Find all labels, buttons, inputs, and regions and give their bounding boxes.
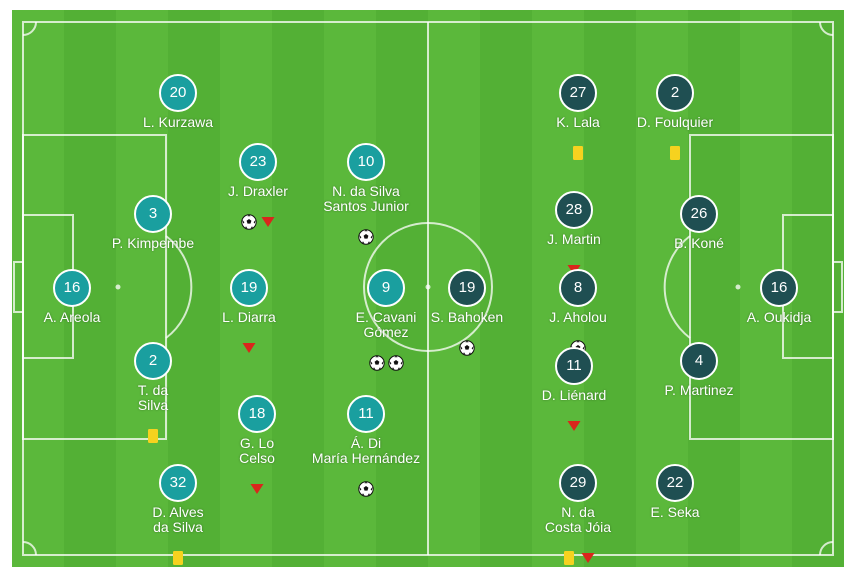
player-number: 8 xyxy=(559,269,597,307)
player-events xyxy=(306,229,426,245)
player-number: 16 xyxy=(53,269,91,307)
player-events xyxy=(326,355,446,371)
player-name: J. Aholou xyxy=(549,309,607,325)
player-events xyxy=(518,145,638,161)
player-name: L. Diarra xyxy=(222,309,276,325)
player-number: 10 xyxy=(347,143,385,181)
player-number: 27 xyxy=(559,74,597,112)
football-icon xyxy=(368,355,385,371)
football-icon xyxy=(387,355,404,371)
player-name: G. Lo Celso xyxy=(239,435,275,466)
player-name: Á. Di María Hernández xyxy=(311,435,421,466)
player-events xyxy=(93,428,213,444)
player-name: D. Alves da Silva xyxy=(152,504,204,535)
player-number: 3 xyxy=(134,195,172,233)
player-number: 19 xyxy=(230,269,268,307)
player-name: K. Lala xyxy=(556,114,600,130)
player-number: 28 xyxy=(555,191,593,229)
player-name: S. Bahoken xyxy=(430,309,504,325)
football-pitch: 16 A. Areola 20 L. Kurzawa 3 P. Kimpembe… xyxy=(12,10,844,567)
player-number: 23 xyxy=(239,143,277,181)
player-events xyxy=(198,214,318,230)
player-name: J. Draxler xyxy=(228,183,288,199)
substitution-icon xyxy=(241,340,257,356)
player-number: 11 xyxy=(347,395,385,433)
player-name: A. Oukidja xyxy=(746,309,812,325)
substitution-icon xyxy=(260,214,276,230)
yellow-card-icon xyxy=(170,550,186,566)
substitution-icon xyxy=(580,550,596,566)
player-events xyxy=(93,266,213,282)
player-events xyxy=(118,145,238,161)
football-icon xyxy=(459,340,475,356)
player-name: E. Cavani Gómez xyxy=(355,309,417,340)
player-name: N. da Costa Jóia xyxy=(544,504,612,535)
yellow-card-icon xyxy=(145,428,161,444)
substitution-icon xyxy=(566,418,582,434)
football-icon xyxy=(358,481,374,497)
player-name: D. Foulquier xyxy=(636,114,714,130)
player-events xyxy=(189,340,309,356)
substitution-icon xyxy=(249,481,265,497)
player-name: B. Koné xyxy=(674,235,724,251)
player-number: 19 xyxy=(448,269,486,307)
player-number: 26 xyxy=(680,195,718,233)
player-number: 18 xyxy=(238,395,276,433)
player-number: 2 xyxy=(134,342,172,380)
player-events xyxy=(514,418,634,434)
football-icon xyxy=(240,214,257,230)
player-number: 11 xyxy=(555,347,593,385)
yellow-card-icon xyxy=(561,550,577,566)
player-name: A. Areola xyxy=(43,309,101,325)
player-name: N. da Silva Santos Junior xyxy=(323,183,409,214)
player-events xyxy=(12,340,132,356)
football-icon xyxy=(358,229,374,245)
player-events xyxy=(719,340,839,356)
yellow-card-icon xyxy=(667,145,683,161)
player-number: 2 xyxy=(656,74,694,112)
player-events xyxy=(615,535,735,551)
yellow-card-icon xyxy=(570,145,586,161)
player-events xyxy=(639,266,759,282)
player-name: J. Martin xyxy=(547,231,601,247)
player-events xyxy=(407,340,527,356)
player-number: 9 xyxy=(367,269,405,307)
player-name: P. Kimpembe xyxy=(111,235,195,251)
player-name: D. Liénard xyxy=(541,387,607,403)
player-number: 16 xyxy=(760,269,798,307)
player-number: 29 xyxy=(559,464,597,502)
player-number: 20 xyxy=(159,74,197,112)
player-events xyxy=(639,413,759,429)
player-number: 22 xyxy=(656,464,694,502)
pitch-markings xyxy=(13,21,843,556)
player-name: P. Martinez xyxy=(664,382,734,398)
player-events xyxy=(518,550,638,566)
player-events xyxy=(615,145,735,161)
player-events xyxy=(197,481,317,497)
player-events xyxy=(306,481,426,497)
player-name: T. da Silva xyxy=(137,382,169,413)
player-number: 4 xyxy=(680,342,718,380)
player-events xyxy=(118,550,238,566)
player-number: 32 xyxy=(159,464,197,502)
player-name: E. Seka xyxy=(650,504,700,520)
player-name: L. Kurzawa xyxy=(142,114,214,130)
